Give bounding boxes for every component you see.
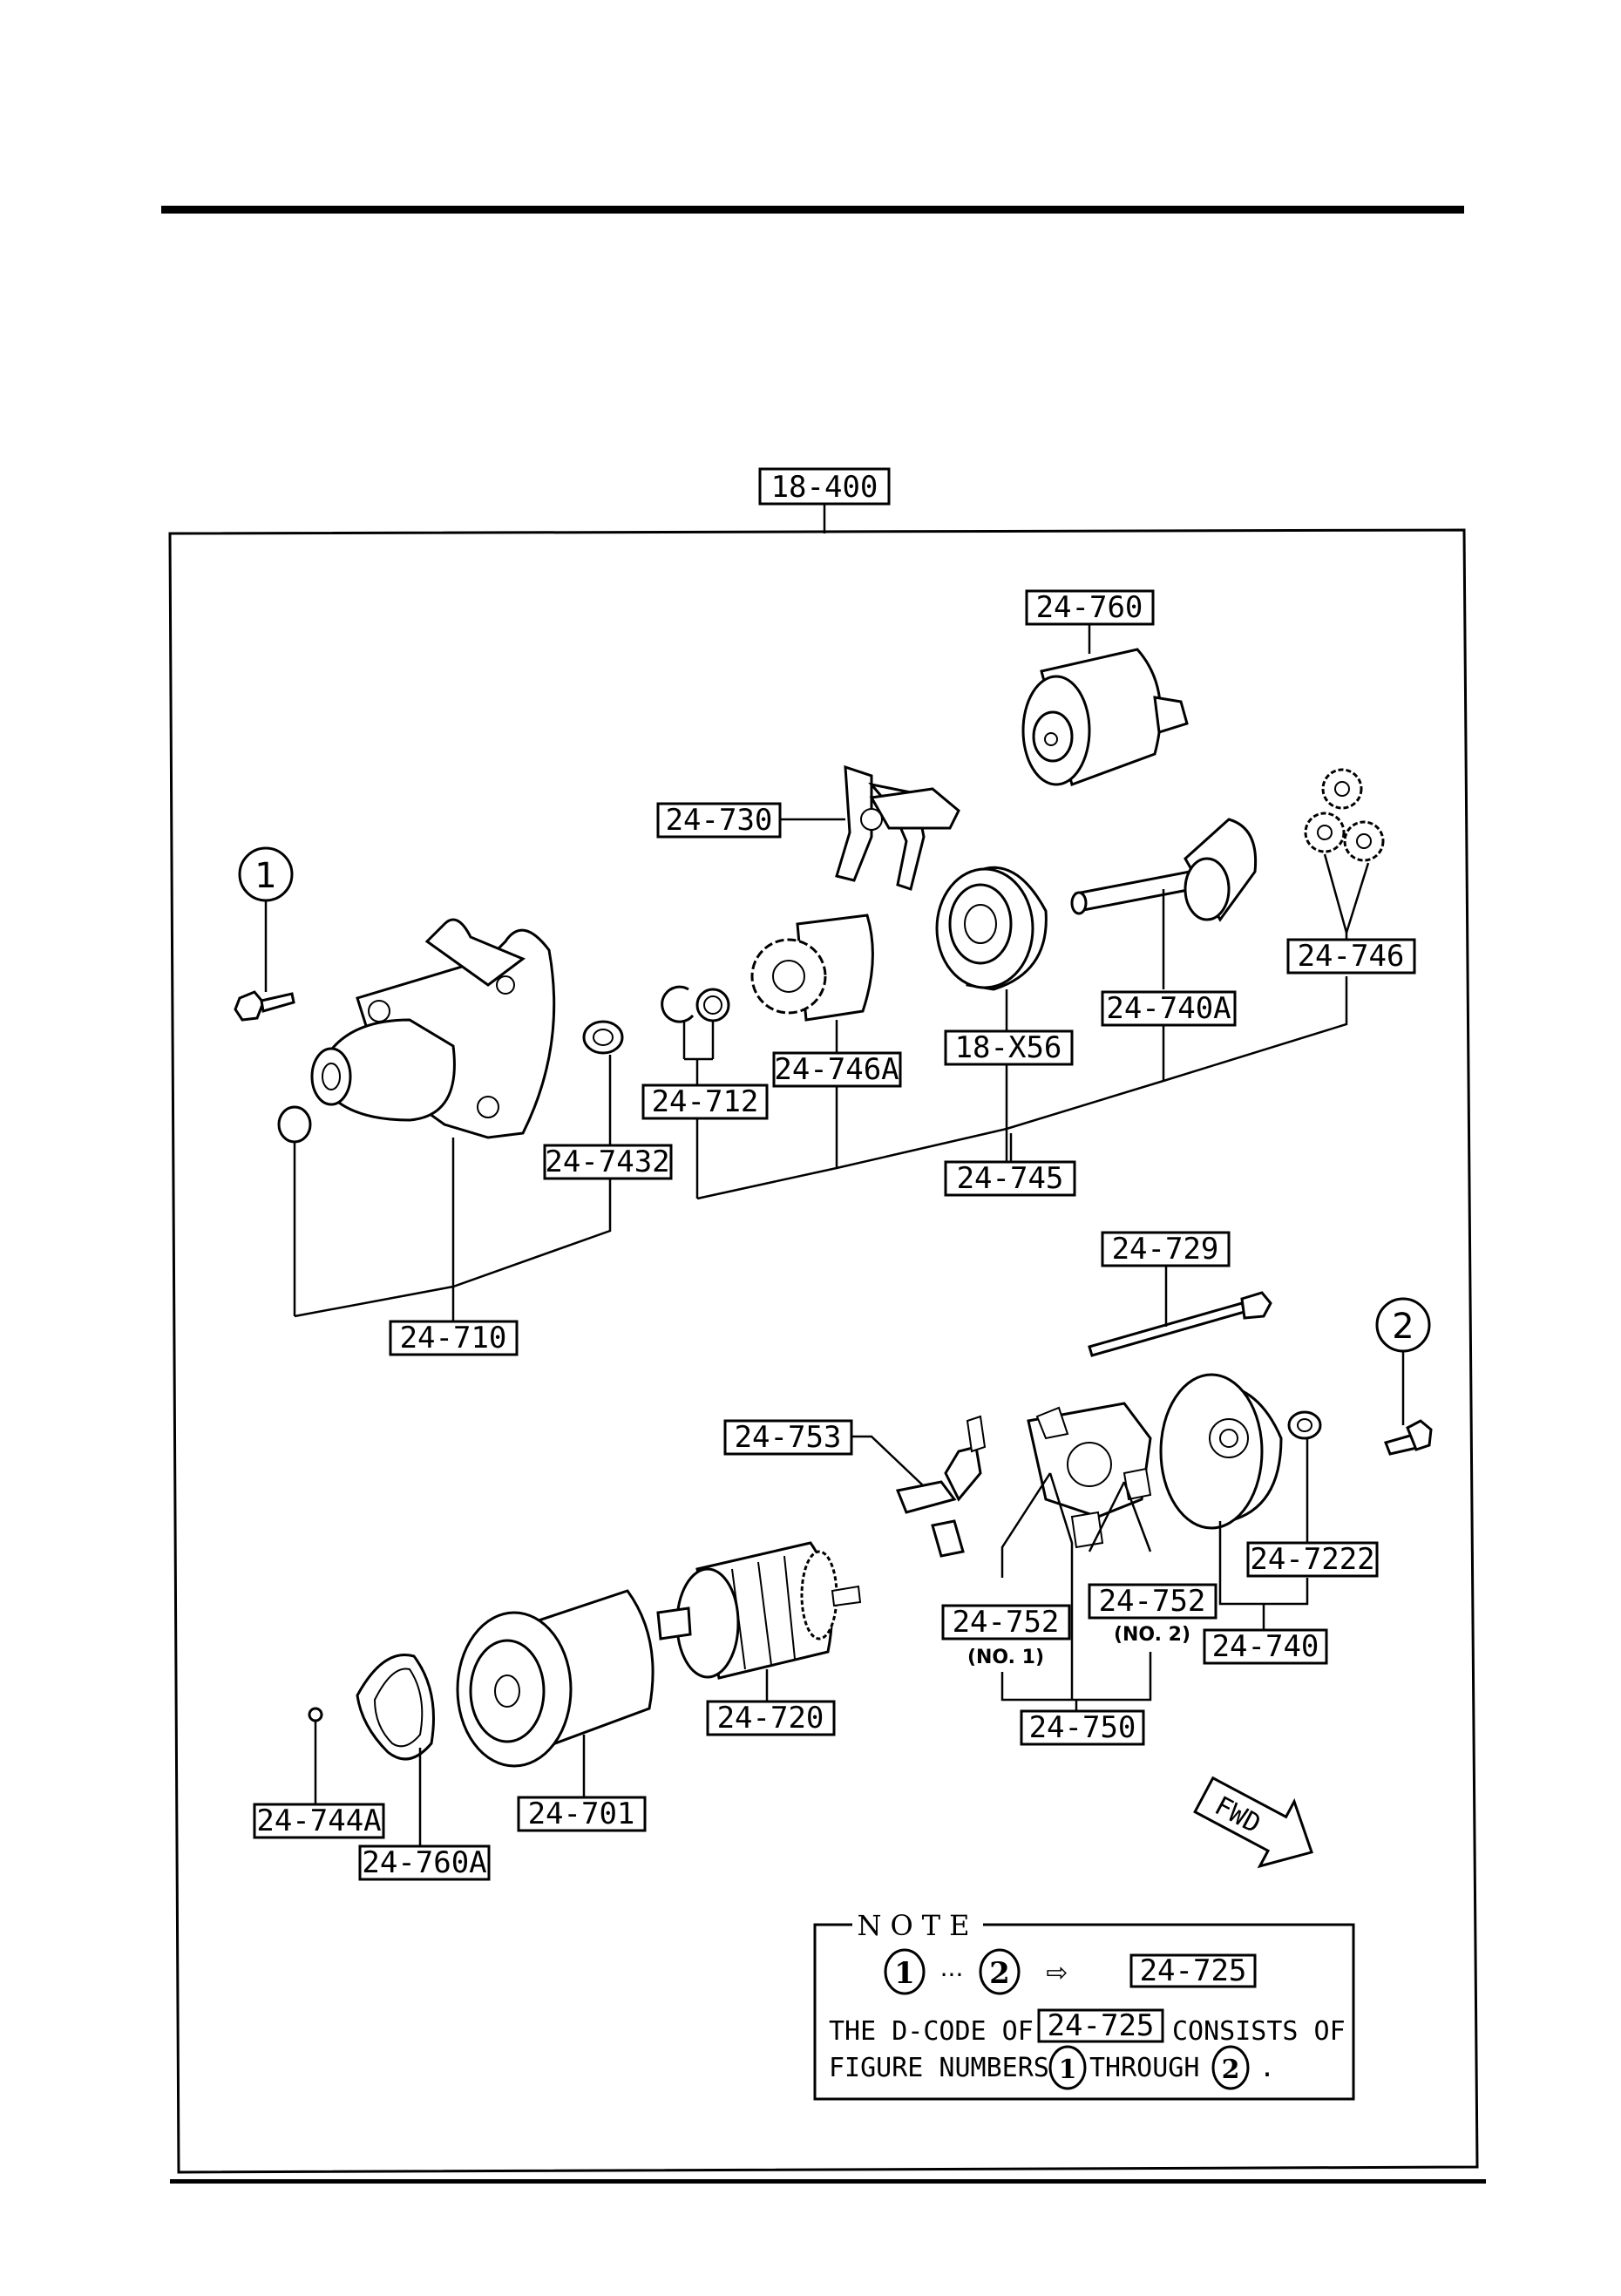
pinion-shaft-part <box>1070 818 1258 922</box>
drive-lever-part <box>835 764 960 891</box>
housing-bolt-part <box>234 990 295 1022</box>
sub-label-no1: (NO. 1) <box>967 1647 1044 1668</box>
callout-24-752-no1: 24-752 <box>941 1604 1071 1640</box>
callout-24-746A: 24-746A <box>772 1051 902 1088</box>
clutch-part <box>935 866 1048 991</box>
note-line1-a: THE D-CODE OF <box>829 2016 1034 2047</box>
note-code: 24-725 <box>1140 1953 1247 1988</box>
callout-24-745: 24-745 <box>944 1160 1076 1197</box>
note-line2-figure-1: 1 <box>1059 2055 1077 2085</box>
sub-label-no2: (NO. 2) <box>1114 1624 1190 1646</box>
solenoid-part <box>1021 648 1189 786</box>
callout-24-720: 24-720 <box>706 1700 836 1736</box>
planetary-gears-part <box>1304 768 1385 862</box>
note-line2-b: THROUGH <box>1089 2053 1199 2083</box>
top-rule <box>161 206 1464 214</box>
figure-number-2-text: 2 <box>1392 1307 1414 1347</box>
rear-bushing-part <box>1287 1410 1322 1440</box>
note-title: NOTE <box>858 1909 979 1942</box>
callout-24-701: 24-701 <box>517 1796 647 1832</box>
stop-ring-parts <box>661 985 730 1023</box>
callout-24-744A: 24-744A <box>253 1803 385 1839</box>
callout-24-746: 24-746 <box>1286 938 1416 975</box>
callout-24-710: 24-710 <box>389 1320 519 1356</box>
callout-label: 24-752 <box>1099 1584 1206 1619</box>
note-box: NOTE 1 ··· 2 ⇨ 24-725 THE D-CODE OF 24-7… <box>813 1909 1355 2101</box>
rear-cover-part <box>1159 1373 1283 1530</box>
callout-label: 24-760A <box>362 1845 486 1880</box>
brush-part <box>895 1415 987 1558</box>
callout-label: 24-720 <box>717 1701 824 1736</box>
callout-24-729: 24-729 <box>1101 1231 1231 1267</box>
callout-24-740: 24-740 <box>1203 1628 1328 1665</box>
callout-label: 24-750 <box>1029 1710 1136 1745</box>
callout-24-712: 24-712 <box>641 1083 769 1120</box>
note-figure-2: 2 <box>989 1956 1010 1991</box>
note-figure-1: 1 <box>894 1956 915 1991</box>
frame-label: 18-400 <box>771 470 878 505</box>
callout-label: 24-729 <box>1112 1232 1219 1267</box>
callout-label: 24-746 <box>1298 939 1405 974</box>
callout-24-752-no2: 24-752 <box>1088 1583 1217 1620</box>
callout-label: 24-745 <box>957 1161 1064 1196</box>
yoke-part <box>456 1589 655 1768</box>
callout-label: 24-740A <box>1106 991 1231 1026</box>
callout-label: 24-746A <box>774 1052 899 1087</box>
front-housing-part <box>310 918 556 1139</box>
callout-24-760: 24-760 <box>1025 589 1155 626</box>
note-arrow: ⇨ <box>1046 1958 1068 1988</box>
callout-24-760A: 24-760A <box>358 1844 491 1881</box>
callout-label: 24-760 <box>1036 590 1143 625</box>
o-ring-part <box>277 1105 312 1144</box>
note-line1-code: 24-725 <box>1048 2008 1155 2043</box>
end-cover-screw-part <box>1384 1419 1433 1456</box>
bushing-part <box>582 1020 624 1055</box>
figure-number-1-text: 1 <box>254 856 276 896</box>
callout-label: 24-744A <box>256 1804 381 1838</box>
seal-part <box>356 1654 435 1761</box>
callout-24-750: 24-750 <box>1020 1709 1145 1746</box>
note-line1-b: CONSISTS OF <box>1172 2016 1346 2047</box>
callout-24-740A: 24-740A <box>1101 990 1237 1027</box>
bottom-rule <box>170 2179 1486 2184</box>
frame-label-box: 18-400 <box>758 467 891 506</box>
callout-label: 24-752 <box>953 1605 1060 1640</box>
pinion-gear-part <box>750 914 874 1022</box>
figure-number-1: 1 <box>238 846 294 902</box>
brush-holder-part <box>1027 1402 1152 1549</box>
callout-label: 24-7432 <box>545 1145 669 1179</box>
note-line2-end: . <box>1259 2053 1275 2083</box>
callout-label: 24-730 <box>666 803 773 838</box>
armature-part <box>656 1541 862 1680</box>
callout-label: 24-7222 <box>1250 1542 1374 1577</box>
diagram-frame <box>168 528 1479 2174</box>
callout-label: 24-710 <box>400 1321 507 1355</box>
callout-label: 24-701 <box>528 1797 635 1831</box>
callout-label: 24-712 <box>652 1084 759 1119</box>
note-ellipsis: ··· <box>940 1960 964 1989</box>
callout-label: 24-740 <box>1212 1629 1319 1664</box>
through-bolt-part <box>1088 1291 1272 1357</box>
figure-number-2: 2 <box>1375 1297 1431 1353</box>
callout-24-7432: 24-7432 <box>543 1144 673 1180</box>
callout-label: 18-X56 <box>955 1030 1062 1065</box>
callout-24-7222: 24-7222 <box>1246 1541 1379 1578</box>
callout-label: 24-753 <box>735 1420 842 1455</box>
callout-24-753: 24-753 <box>723 1419 853 1456</box>
callout-18-X56: 18-X56 <box>944 1029 1074 1066</box>
steel-ball-part <box>308 1707 323 1722</box>
note-line2-a: FIGURE NUMBERS <box>829 2053 1049 2083</box>
fwd-arrow: FWD <box>1193 1776 1313 1869</box>
note-line2-figure-2: 2 <box>1222 2055 1240 2085</box>
callout-24-730: 24-730 <box>656 802 782 839</box>
